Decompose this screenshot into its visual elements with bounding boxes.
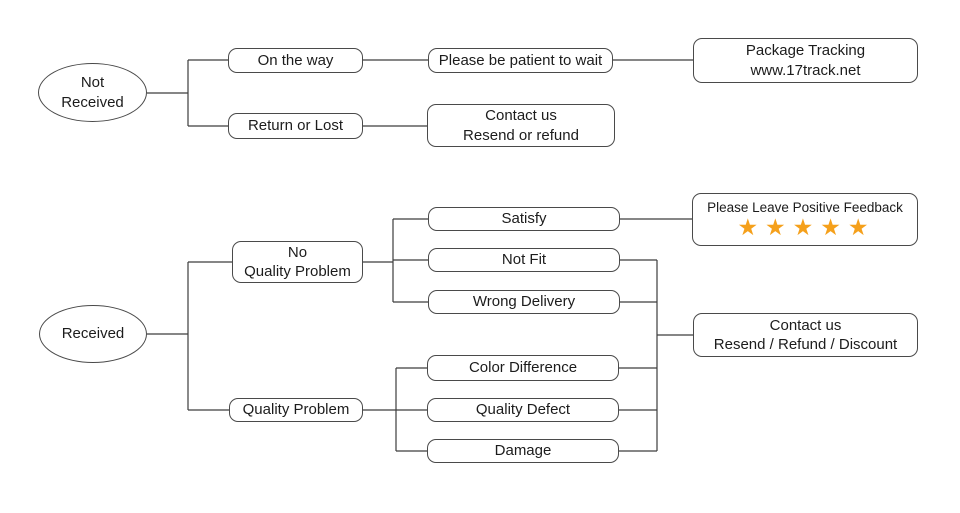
connector-received-trunk <box>147 261 232 411</box>
node-contact-resend-refund-discount: Contact us Resend / Refund / Discount <box>693 313 918 357</box>
node-color-difference: Color Difference <box>427 355 619 381</box>
node-label-line: www.17track.net <box>750 61 861 79</box>
node-damage: Damage <box>427 439 619 463</box>
node-label-line: Resend / Refund / Discount <box>713 336 898 353</box>
node-label-line: Contact us <box>769 316 842 334</box>
node-received: Received <box>39 305 147 363</box>
node-label: Please be patient to wait <box>438 51 603 69</box>
node-on-the-way: On the way <box>228 48 363 73</box>
connector-contact-bus <box>619 259 693 452</box>
node-label: Please Leave Positive Feedback <box>707 199 903 215</box>
node-label-line: Quality Problem <box>244 263 351 280</box>
node-not-fit: Not Fit <box>428 248 620 272</box>
node-not-received: Not Received <box>38 63 147 122</box>
node-label-line: Contact us <box>485 107 557 124</box>
node-no-quality-problem: No Quality Problem <box>232 241 363 283</box>
node-label-line: Received <box>61 93 124 111</box>
node-label-line: Not <box>80 74 105 91</box>
node-label-line: Package Tracking <box>745 42 866 59</box>
node-label: Quality Defect <box>475 401 571 419</box>
node-label: Received <box>61 325 125 343</box>
node-label: Wrong Delivery <box>472 293 576 311</box>
node-label: Not Fit <box>501 251 547 269</box>
node-label: Quality Problem <box>242 401 350 419</box>
node-quality-problem: Quality Problem <box>229 398 363 422</box>
node-package-tracking: Package Tracking www.17track.net <box>693 38 918 83</box>
node-label-line: Resend or refund <box>463 126 579 144</box>
node-label-line: No <box>287 243 308 261</box>
node-satisfy: Satisfy <box>428 207 620 231</box>
five-star-rating: ★★★★★ <box>737 214 876 241</box>
node-label: Color Difference <box>468 359 578 377</box>
node-label: Return or Lost <box>247 117 344 135</box>
node-be-patient: Please be patient to wait <box>428 48 613 73</box>
node-quality-defect: Quality Defect <box>427 398 619 422</box>
node-label: Damage <box>494 442 552 460</box>
node-return-or-lost: Return or Lost <box>228 113 363 139</box>
connector-quality-problem-branch <box>363 367 427 452</box>
node-positive-feedback: Please Leave Positive Feedback ★★★★★ <box>692 193 918 246</box>
node-wrong-delivery: Wrong Delivery <box>428 290 620 314</box>
node-label: On the way <box>257 51 334 69</box>
node-label: Satisfy <box>501 210 547 228</box>
node-contact-resend-refund: Contact us Resend or refund <box>427 104 615 147</box>
